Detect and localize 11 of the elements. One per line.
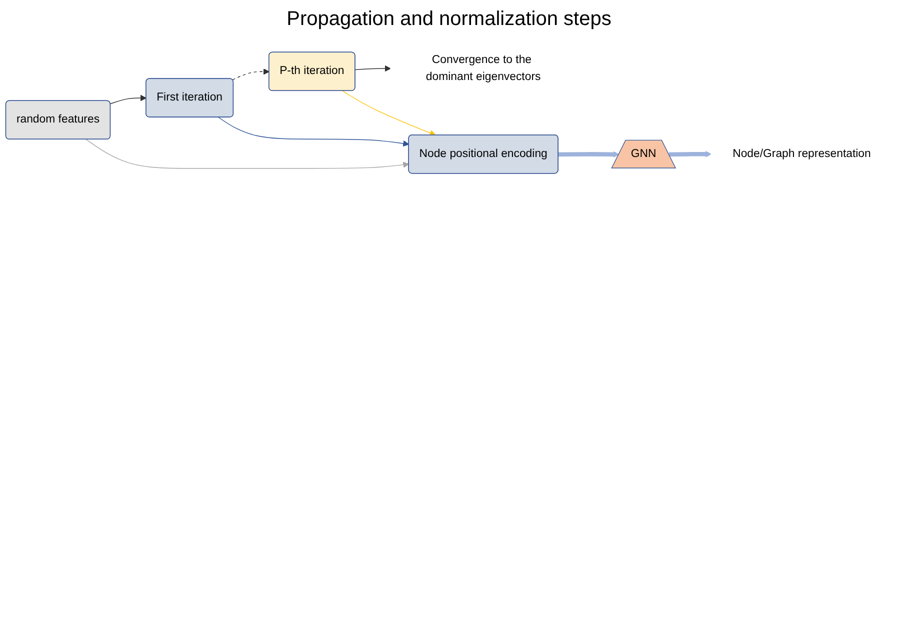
arrow — [232, 68, 270, 80]
arrow — [86, 139, 410, 169]
node-text: Convergence to the dominant eigenvectors — [426, 54, 541, 83]
diagram-title: Propagation and normalization steps — [286, 8, 612, 31]
node-text: Node/Graph representation — [732, 148, 871, 160]
arrow — [218, 117, 410, 147]
arrow — [354, 65, 391, 72]
arrow — [110, 94, 147, 104]
arrow — [668, 150, 712, 158]
arrow — [558, 151, 620, 158]
arrow — [342, 90, 436, 136]
